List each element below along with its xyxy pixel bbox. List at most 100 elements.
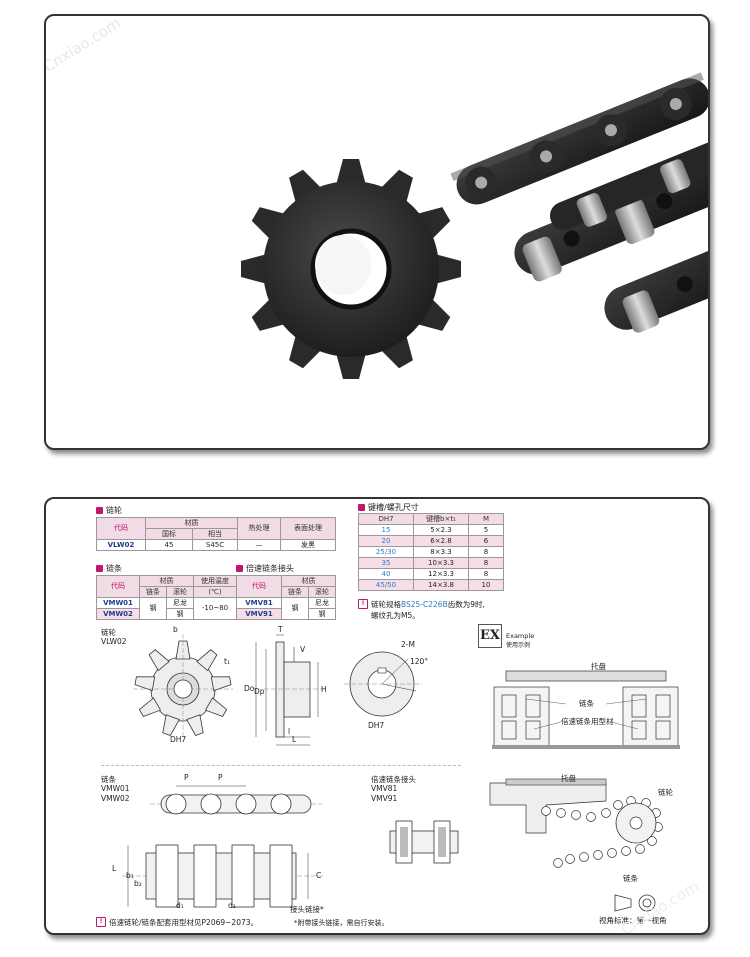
example-chain-drawing [489, 778, 663, 868]
example-section-drawing [492, 670, 680, 749]
joint-section-title: 倍速链条接头 [236, 563, 294, 574]
table-cell: 40 [358, 568, 414, 580]
sprocket-section-title: 链轮 [96, 505, 122, 516]
joint-view [389, 820, 459, 864]
example-label-tray2: 托盘 [561, 774, 576, 783]
table-cell: 20 [358, 535, 414, 547]
dim-dh7-hub: DH7 [368, 721, 385, 730]
joint-material-table: 代码 材质 链条 滚轮 VMV81 钢 尼龙 VMV91 钢 [236, 575, 336, 620]
dim-l1: l [288, 727, 291, 736]
table-cell: 钢 [308, 608, 336, 620]
dim-t: T [278, 625, 283, 634]
header-roller: 滚轮 [166, 586, 194, 598]
header-national: 国标 [145, 528, 193, 540]
dim-t1: t₁ [224, 657, 230, 666]
warning-icon: ! [358, 599, 368, 609]
example-title-en: Example [506, 632, 535, 640]
table-cell: 45/50 [358, 579, 414, 591]
table-cell: 8 [468, 557, 504, 569]
table-cell: 尼龙 [166, 597, 194, 609]
chain-photo [450, 72, 708, 333]
view-standard-label: 视角标准：第一视角 [599, 916, 667, 925]
table-cell: 45 [145, 539, 193, 551]
chain-section-title: 链条 [96, 563, 122, 574]
table-cell: 12×3.3 [413, 568, 469, 580]
divider [101, 765, 461, 766]
first-angle-projection-icon [614, 894, 656, 912]
warning-icon: ! [96, 917, 106, 927]
header-temp: 使用温度 [193, 575, 237, 587]
table-cell: 尼龙 [308, 597, 336, 609]
chain-drawing-title: 链条 [101, 775, 116, 784]
footer-note-right: *附带接头链接，需自行安装。 [294, 919, 389, 927]
header-surface: 表面处理 [280, 517, 336, 540]
dim-b2: b₂ [134, 879, 142, 888]
table-cell: VMW01 [96, 597, 140, 609]
header-material: 材质 [281, 575, 336, 587]
dim-2m: 2-M [401, 640, 415, 649]
dim-p-1: P [184, 773, 189, 782]
table-cell: 8 [468, 568, 504, 580]
chain-drawing-code-1: VMW01 [101, 784, 130, 793]
table-cell: 10×3.3 [413, 557, 469, 569]
dim-v: V [300, 645, 306, 654]
table-cell: VMW02 [96, 608, 140, 620]
table-cell: VMV81 [236, 597, 282, 609]
chain-drawing-code-2: VMW02 [101, 794, 130, 803]
dim-b: b [173, 625, 178, 634]
header-chain: 链条 [139, 586, 167, 598]
dim-c: C [316, 871, 322, 880]
footer-note-left: ! 倍速链轮/链条配套用型材见P2069~2073。 [96, 917, 258, 928]
dim-angle: 120° [410, 657, 429, 666]
table-cell: 35 [358, 557, 414, 569]
header-code: 代码 [96, 575, 140, 598]
dim-do: Do [244, 684, 255, 693]
joint-drawing-code-1: VMV81 [371, 784, 398, 793]
example-badge: EX [478, 624, 502, 648]
product-photo-panel: Cnxiao.com [44, 14, 710, 450]
joint-drawing-title: 倍速链条接头 [371, 775, 416, 784]
table-cell: 25/30 [358, 546, 414, 558]
header-m: M [468, 513, 504, 525]
dim-l: L [292, 735, 297, 744]
chain-top-view [150, 785, 322, 815]
keyway-section-title: 键槽/螺孔尺寸 [358, 502, 419, 513]
table-cell: 5 [468, 524, 504, 536]
table-cell: 钢 [281, 597, 309, 620]
header-material: 材质 [139, 575, 194, 587]
dim-d1: d₁ [176, 901, 184, 910]
table-cell: — [237, 539, 281, 551]
header-roller: 滚轮 [308, 586, 336, 598]
keyway-note: ! 链轮规格BS25-C226B齿数为9时,螺纹孔为M5。 [358, 599, 485, 621]
example-title-cn: 使用示例 [506, 642, 531, 649]
table-cell: 15 [358, 524, 414, 536]
dim-d2: d₂ [228, 901, 236, 910]
header-key: 键槽b×t₁ [413, 513, 469, 525]
table-cell: 6×2.8 [413, 535, 469, 547]
dim-dh7: DH7 [170, 735, 187, 744]
header-temp-unit: (℃) [193, 586, 237, 598]
spec-sheet-panel: 链轮 代码 材质 热处理 表面处理 国标 相当 VLW02 45 S45C — … [44, 497, 710, 935]
table-cell: 钢 [139, 597, 167, 620]
joint-link-label: 接头链接* [290, 905, 324, 914]
dim-l-chain: L [112, 864, 117, 873]
table-cell: 8×3.3 [413, 546, 469, 558]
example-label-chain: 链条 [579, 699, 594, 708]
dim-h: H [321, 685, 327, 694]
hub-section-view [344, 651, 422, 717]
chain-front-view [122, 844, 324, 908]
table-cell: 发黑 [280, 539, 336, 551]
dim-p-2: P [218, 773, 223, 782]
joint-drawing-code-2: VMV91 [371, 794, 398, 803]
header-code: 代码 [96, 517, 146, 540]
header-dh7: DH7 [358, 513, 414, 525]
header-code: 代码 [236, 575, 282, 598]
product-photo [241, 72, 708, 379]
table-cell: 14×3.8 [413, 579, 469, 591]
dim-dp: Dp [254, 687, 265, 696]
example-label-chain2: 链条 [623, 874, 638, 883]
header-heat: 热处理 [237, 517, 281, 540]
chain-material-table: 代码 材质 使用温度 链条 滚轮 (℃) VMW01 钢 尼龙 -10~80 V… [96, 575, 237, 620]
sprocket-photo [241, 159, 461, 379]
